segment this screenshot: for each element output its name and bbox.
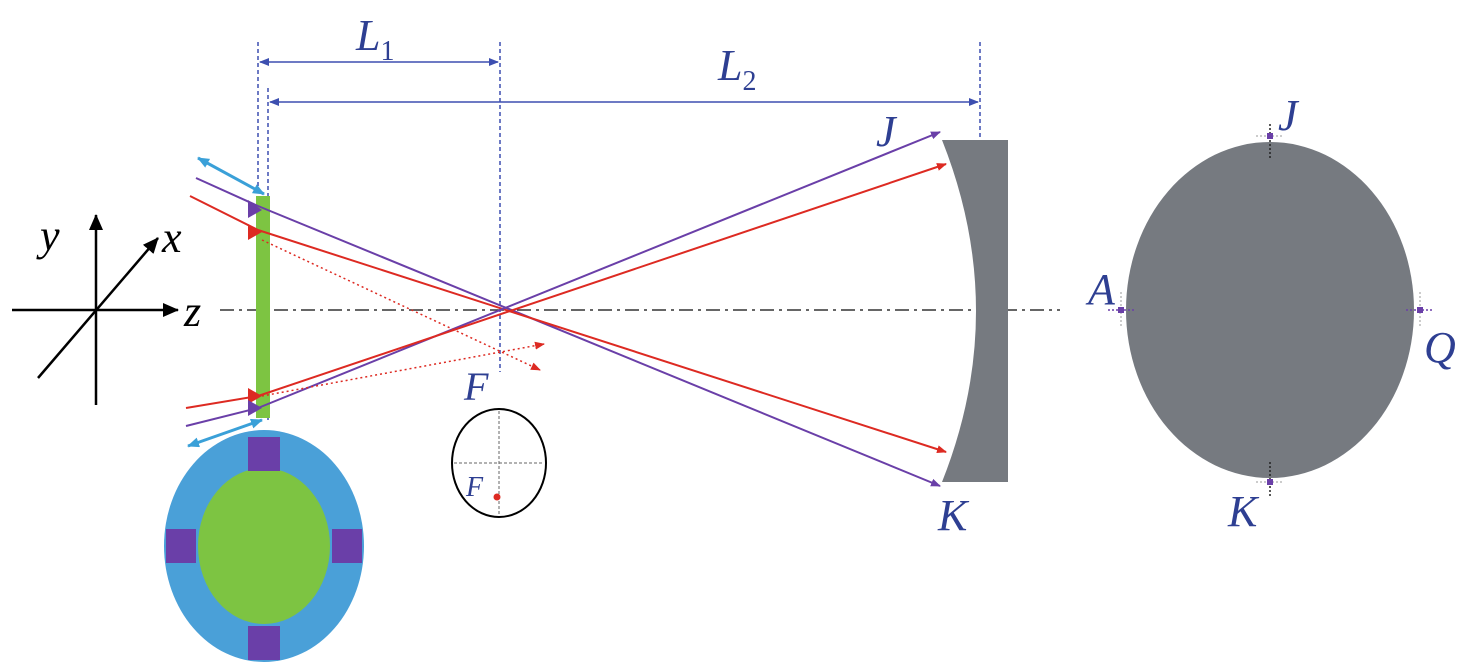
marker-purple-top [248, 200, 262, 218]
y-axis-label: y [36, 211, 60, 260]
marker-red-bottom [248, 388, 262, 404]
coordinate-axes: y x z [12, 211, 201, 405]
label-K-mirror: K [937, 491, 970, 540]
label-K-right: K [1227, 487, 1260, 536]
ray-purple-bottom-to-J [257, 131, 941, 409]
dot-J [1267, 133, 1273, 139]
ray-purple-incoming-top [195, 177, 259, 207]
ray-red-incoming-top [189, 195, 259, 231]
label-J-mirror: J [876, 107, 898, 156]
dot-Q [1417, 307, 1423, 313]
label-J-right: J [1278, 91, 1300, 140]
marker-purple-bottom [248, 400, 262, 416]
pad-bottom [248, 626, 280, 660]
focal-inset-outline [451, 408, 547, 518]
ray-red-dotted-1 [261, 239, 541, 371]
dot-A [1118, 307, 1124, 313]
focal-spot-inset: F [451, 408, 547, 518]
label-L1: L1 [355, 11, 394, 67]
dot-K [1267, 479, 1273, 485]
rays [185, 131, 947, 487]
tilt-arrow-top [197, 156, 265, 196]
ray-red-bottom-to-mirror [257, 163, 947, 397]
mirror-front-view: J K A Q [1085, 91, 1456, 536]
tilt-arrow-bottom [187, 418, 263, 448]
mirror-disc [1126, 142, 1414, 478]
x-axis-line [37, 237, 159, 379]
marker-red-top [248, 224, 262, 240]
label-F-focus: F [463, 364, 489, 409]
x-axis-label: x [161, 213, 182, 262]
concave-mirror [942, 140, 1008, 482]
pad-left [166, 529, 196, 563]
inner-green-disc [198, 468, 330, 624]
label-F-inset: F [465, 472, 484, 503]
ray-purple-incoming-bottom [185, 407, 259, 427]
focal-spot [493, 493, 501, 501]
ray-red-incoming-bottom [185, 395, 259, 409]
pad-top [248, 437, 280, 471]
label-L2: L2 [717, 41, 756, 97]
ray-purple-top-to-K [257, 205, 941, 487]
label-Q-right: Q [1424, 323, 1456, 372]
ray-red-top-to-mirror [257, 229, 947, 454]
z-axis-label: z [183, 287, 201, 336]
green-element [256, 196, 270, 418]
pad-right [332, 529, 362, 563]
element-front-view [164, 430, 364, 662]
label-A-right: A [1085, 265, 1116, 314]
